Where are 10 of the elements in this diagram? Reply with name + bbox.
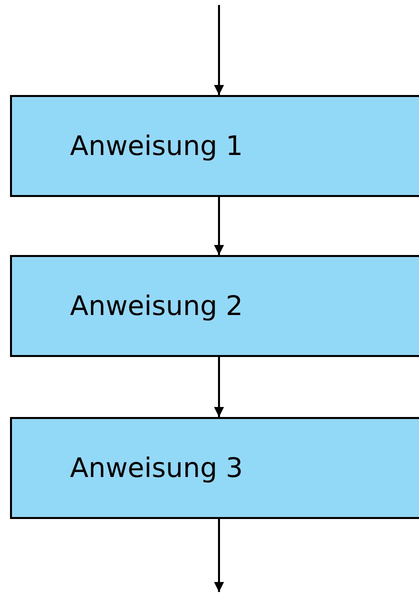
process-box xyxy=(10,417,419,519)
process-box xyxy=(10,95,419,197)
arrow xyxy=(214,197,224,255)
step-text: Anweisung 3 xyxy=(70,452,243,484)
arrow xyxy=(214,357,224,417)
process-box xyxy=(10,255,419,357)
arrow xyxy=(214,519,224,592)
arrow xyxy=(214,5,224,95)
step-text: Anweisung 2 xyxy=(70,290,243,322)
step-text: Anweisung 1 xyxy=(70,130,243,162)
